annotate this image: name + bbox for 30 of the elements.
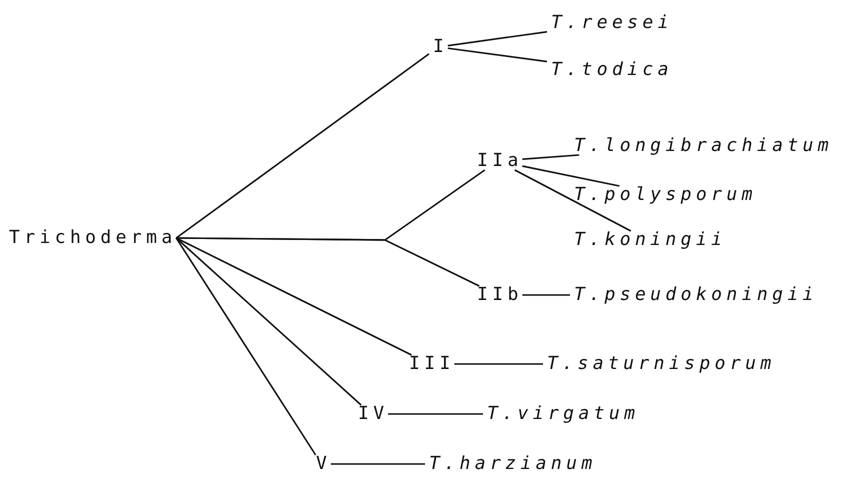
branch-line	[454, 363, 543, 365]
branch-line	[176, 237, 362, 406]
group-label: IIa	[476, 151, 524, 171]
group-label: I	[432, 37, 450, 57]
species-label: T.virgatum	[486, 404, 640, 424]
branch-line	[522, 294, 570, 296]
species-label: T.saturnisporum	[546, 354, 777, 374]
branch-line	[448, 47, 548, 62]
branch-line	[176, 237, 412, 356]
species-label: T.koningii	[573, 230, 728, 250]
branch-line	[522, 165, 620, 187]
branch-line	[176, 238, 316, 456]
species-label: T.pseudokoningii	[573, 285, 819, 305]
group-label: V	[315, 454, 332, 474]
species-label: T.todica	[550, 60, 674, 80]
group-label: IIb	[476, 285, 524, 305]
genus-label: Trichoderma	[8, 228, 178, 248]
branch-line	[514, 169, 632, 232]
branch-line	[176, 53, 430, 239]
branch-line	[522, 154, 580, 160]
branch-line	[330, 463, 425, 465]
branch-line	[448, 31, 548, 46]
branch-line	[388, 413, 483, 415]
species-label: T.reesei	[550, 13, 674, 33]
group-label: IV	[357, 404, 390, 424]
species-label: T.longibrachiatum	[573, 136, 834, 156]
species-label: T.polysporum	[573, 185, 758, 205]
branch-line	[176, 237, 480, 287]
species-label: T.harzianum	[428, 454, 598, 474]
group-label: III	[408, 354, 456, 374]
